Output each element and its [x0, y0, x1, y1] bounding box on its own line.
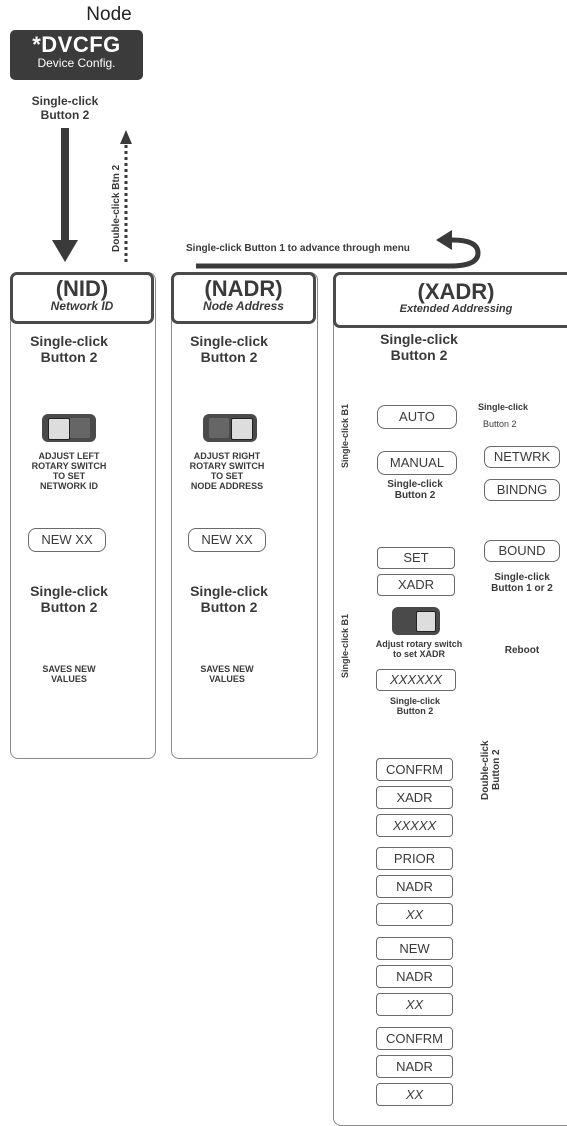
nadr-click-instruction: Single-click Button 2	[190, 333, 268, 365]
double-click-btn2-label: Double-click Btn 2	[111, 164, 122, 252]
xadr-auto-single-click-label: Single-click	[478, 402, 529, 412]
advance-instruction: Single-click Button 1 to advance through…	[186, 243, 410, 254]
confirm2-group-box-1: CONFRM	[376, 1027, 453, 1050]
xadr-auto-box: AUTO	[377, 405, 457, 429]
nid-adjust-instruction: ADJUST LEFT ROTARY SWITCH TO SET NETWORK…	[31, 451, 107, 491]
rotary-switch-xadr-icon	[392, 607, 440, 635]
start-instruction: Single-click Button 2	[31, 94, 99, 122]
prior-group-box-1: PRIOR	[376, 847, 453, 870]
xadr-btn1or2-label: Single-click Button 1 or 2	[491, 572, 553, 594]
xadr-set-box: SET	[377, 547, 455, 569]
nid-click2-instruction: Single-click Button 2	[30, 583, 108, 615]
nadr-adjust-instruction: ADJUST RIGHT ROTARY SWITCH TO SET NODE A…	[189, 451, 265, 491]
xadr-auto-button2-label: Button 2	[483, 419, 517, 429]
confirm2-group-box-2: NADR	[376, 1055, 453, 1078]
xadr-bindng-box: BINDNG	[484, 479, 560, 501]
nid-new-xx-box: NEW XX	[28, 528, 106, 552]
new-group-box-1: NEW	[376, 937, 453, 960]
xadr-adjust-rotary-label: Adjust rotary switch to set XADR	[375, 639, 463, 659]
xadr-click3-instruction: Single-click Button 2	[389, 696, 441, 716]
dvcfg-button[interactable]: *DVCFG Device Config.	[10, 30, 143, 80]
prior-group-box-3: XX	[376, 903, 453, 926]
arrow-down-start	[52, 128, 78, 262]
nid-click-instruction: Single-click Button 2	[30, 333, 108, 365]
dvcfg-label: *DVCFG	[32, 32, 121, 57]
xadr-netwrk-box: NETWRK	[484, 446, 560, 468]
dotted-return-dvcfg	[120, 130, 132, 262]
rotary-switch-left-icon	[42, 414, 96, 442]
nadr-panel	[171, 272, 318, 759]
xadr-click-instruction: Single-click Button 2	[380, 331, 458, 363]
dvcfg-sublabel: Device Config.	[37, 56, 116, 70]
nid-saves-label: SAVES NEW VALUES	[42, 664, 96, 684]
nadr-title: (NADR)	[204, 276, 283, 301]
nid-header[interactable]: (NID) Network ID	[10, 272, 154, 324]
confirm-group-box-2: XADR	[376, 786, 453, 809]
xadr-double-click-label: Double-click Button 2	[480, 740, 502, 800]
nadr-new-xx-box: NEW XX	[188, 528, 266, 552]
xadr-header[interactable]: (XADR) Extended Addressing	[333, 272, 567, 328]
xadr-single-click-b1-label: Single-click B1	[340, 403, 350, 468]
node-title: Node	[86, 4, 132, 25]
prior-group-box-2: NADR	[376, 875, 453, 898]
nadr-header[interactable]: (NADR) Node Address	[171, 272, 316, 324]
xadr-xxxxxx-box: XXXXXX	[376, 669, 456, 691]
advance-arrow	[196, 230, 481, 269]
xadr-reboot-label: Reboot	[504, 645, 540, 656]
nadr-subtitle: Node Address	[203, 299, 284, 313]
new-group-box-3: XX	[376, 993, 453, 1016]
xadr-single-click-b1-label-2: Single-click B1	[340, 613, 350, 678]
nid-panel	[10, 272, 156, 759]
rotary-switch-right-icon	[203, 414, 257, 442]
new-group-box-2: NADR	[376, 965, 453, 988]
xadr-bound-box: BOUND	[484, 540, 560, 562]
nid-subtitle: Network ID	[50, 299, 114, 313]
confirm2-group-box-3: XX	[376, 1083, 453, 1106]
nadr-click2-instruction: Single-click Button 2	[190, 583, 268, 615]
nid-title: (NID)	[55, 276, 109, 301]
xadr-manual-click-instruction: Single-click Button 2	[387, 479, 443, 501]
confirm-group-box-3: XXXXX	[376, 814, 453, 837]
xadr-xadr-box: XADR	[377, 574, 455, 596]
xadr-subtitle: Extended Addressing	[399, 303, 513, 315]
xadr-title: (XADR)	[417, 279, 495, 304]
confirm-group-box-1: CONFRM	[376, 758, 453, 781]
nadr-saves-label: SAVES NEW VALUES	[200, 664, 254, 684]
xadr-manual-box: MANUAL	[377, 451, 457, 475]
